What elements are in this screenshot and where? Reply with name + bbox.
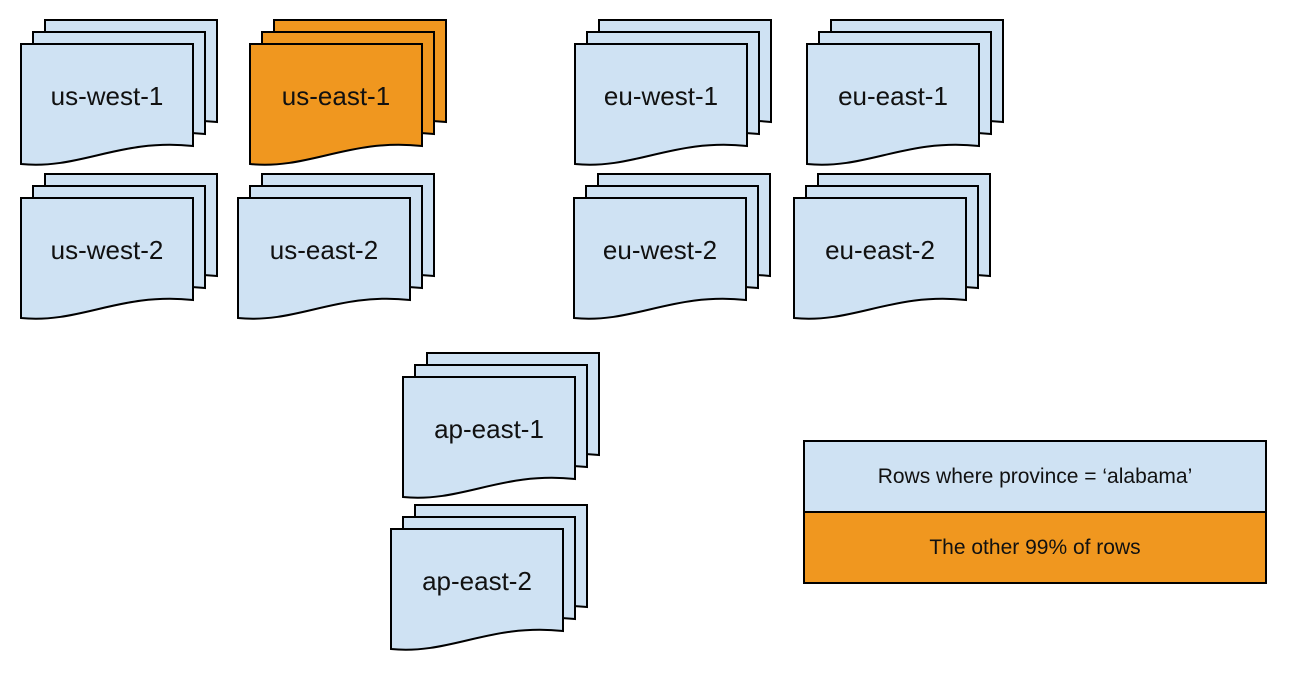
region-stack-ap-east-1: ap-east-1 xyxy=(402,352,600,502)
region-stack-us-west-1: us-west-1 xyxy=(20,19,218,169)
legend-item-label: The other 99% of rows xyxy=(929,535,1141,559)
region-label: us-west-1 xyxy=(50,81,164,111)
legend-item-label: Rows where province = ‘alabama’ xyxy=(877,464,1193,488)
region-label: eu-east-2 xyxy=(825,235,935,265)
region-stack-ap-east-2: ap-east-2 xyxy=(390,504,588,654)
region-label: us-east-2 xyxy=(269,235,379,265)
region-label: us-east-1 xyxy=(281,81,391,111)
region-label: ap-east-2 xyxy=(422,566,532,596)
region-stack-us-east-2: us-east-2 xyxy=(237,173,435,323)
region-label: eu-west-2 xyxy=(602,235,718,265)
region-label: us-west-2 xyxy=(50,235,164,265)
region-stack-eu-east-2: eu-east-2 xyxy=(793,173,991,323)
legend-item-alabama-rows: Rows where province = ‘alabama’ xyxy=(805,442,1265,511)
legend: Rows where province = ‘alabama’ The othe… xyxy=(803,440,1267,584)
region-stack-eu-west-2: eu-west-2 xyxy=(573,173,771,323)
region-stack-eu-east-1: eu-east-1 xyxy=(806,19,1004,169)
region-stack-us-east-1: us-east-1 xyxy=(249,19,447,169)
region-label: eu-east-1 xyxy=(838,81,948,111)
region-label: ap-east-1 xyxy=(434,414,544,444)
legend-item-other-rows: The other 99% of rows xyxy=(805,511,1265,582)
region-label: eu-west-1 xyxy=(603,81,719,111)
region-stack-eu-west-1: eu-west-1 xyxy=(574,19,772,169)
region-stack-us-west-2: us-west-2 xyxy=(20,173,218,323)
